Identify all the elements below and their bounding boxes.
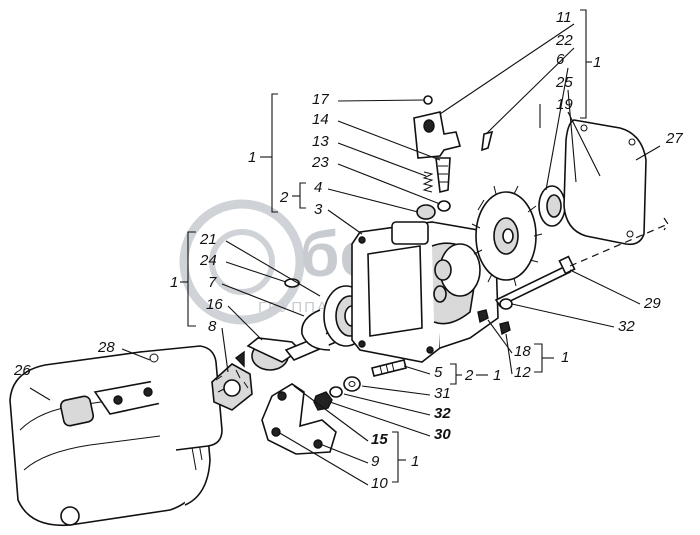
- part-label-l4: 4: [314, 179, 322, 196]
- part-label-l24: 24: [199, 252, 217, 269]
- part-label-l6: 6: [556, 51, 565, 68]
- part-label-l2b: 2: [464, 367, 474, 384]
- part-label-l17: 17: [312, 91, 329, 108]
- part-label-l13: 13: [312, 133, 329, 150]
- part-label-l27: 27: [665, 130, 683, 147]
- part-24-snap-ring: [301, 309, 331, 351]
- part-label-l5: 5: [434, 364, 443, 381]
- part-label-l18: 18: [514, 343, 531, 360]
- part-31-washer: [343, 376, 361, 392]
- part-label-l23: 23: [311, 154, 329, 171]
- part-label-l22: 22: [555, 32, 573, 49]
- part-6-bearing: [538, 185, 566, 227]
- part-label-l31: 31: [434, 385, 451, 402]
- part-9-10-15-bracket: [261, 383, 337, 455]
- part-label-l12: 12: [514, 364, 531, 381]
- part-label-l30: 30: [434, 426, 451, 443]
- part-22-bolt: [481, 130, 494, 152]
- part-label-l19: 19: [556, 96, 573, 113]
- part-label-l16: 16: [206, 296, 223, 313]
- part-3-pump-housing: [351, 221, 499, 363]
- part-27-end-cover: [563, 119, 647, 246]
- part-11-fitting: [413, 111, 461, 159]
- part-17-ball: [423, 95, 433, 105]
- part-label-l1d: 1: [561, 349, 569, 366]
- part-drive-gear-large: [471, 185, 543, 287]
- leader-lines: [29, 23, 661, 486]
- part-32-washer: [499, 298, 513, 310]
- part-29-long-bolt: [494, 217, 669, 308]
- part-label-l7: 7: [208, 274, 217, 291]
- part-label-l8: 8: [208, 318, 217, 335]
- part-label-l29: 29: [643, 295, 661, 312]
- part-4-plug: [416, 204, 436, 220]
- part-32-lock-washer: [329, 386, 343, 398]
- part-8-drive-gear: [211, 363, 253, 411]
- part-13-spring: [422, 171, 434, 193]
- part-label-l1c: 1: [170, 274, 178, 291]
- part-label-l10: 10: [371, 475, 388, 492]
- part-label-l15: 15: [371, 431, 388, 448]
- part-label-l1a: 1: [593, 54, 601, 71]
- part-label-l25: 25: [555, 74, 573, 91]
- part-label-l3: 3: [314, 201, 323, 218]
- part-5-stud: [371, 359, 407, 377]
- part-label-l14: 14: [312, 111, 329, 128]
- part-30-nut: [313, 391, 333, 411]
- part-18-12-fasteners: [477, 309, 511, 336]
- part-label-l2a: 2: [279, 189, 289, 206]
- part-label-l26: 26: [13, 362, 31, 379]
- part-label-l21: 21: [199, 231, 217, 248]
- part-label-l1f: 1: [411, 453, 419, 470]
- part-23-washer: [437, 200, 451, 212]
- part-label-l1e: 1: [493, 367, 501, 384]
- part-label-l9: 9: [371, 453, 380, 470]
- part-14-stem: [435, 157, 451, 193]
- part-label-l32b: 32: [434, 405, 451, 422]
- part-label-l32a: 32: [618, 318, 635, 335]
- part-label-l11: 11: [556, 9, 572, 26]
- part-label-l28: 28: [97, 339, 115, 356]
- part-label-l1b: 1: [248, 149, 256, 166]
- part-labels: 1122625191271714132314232124711682826293…: [13, 9, 683, 492]
- group-brackets: [180, 9, 592, 483]
